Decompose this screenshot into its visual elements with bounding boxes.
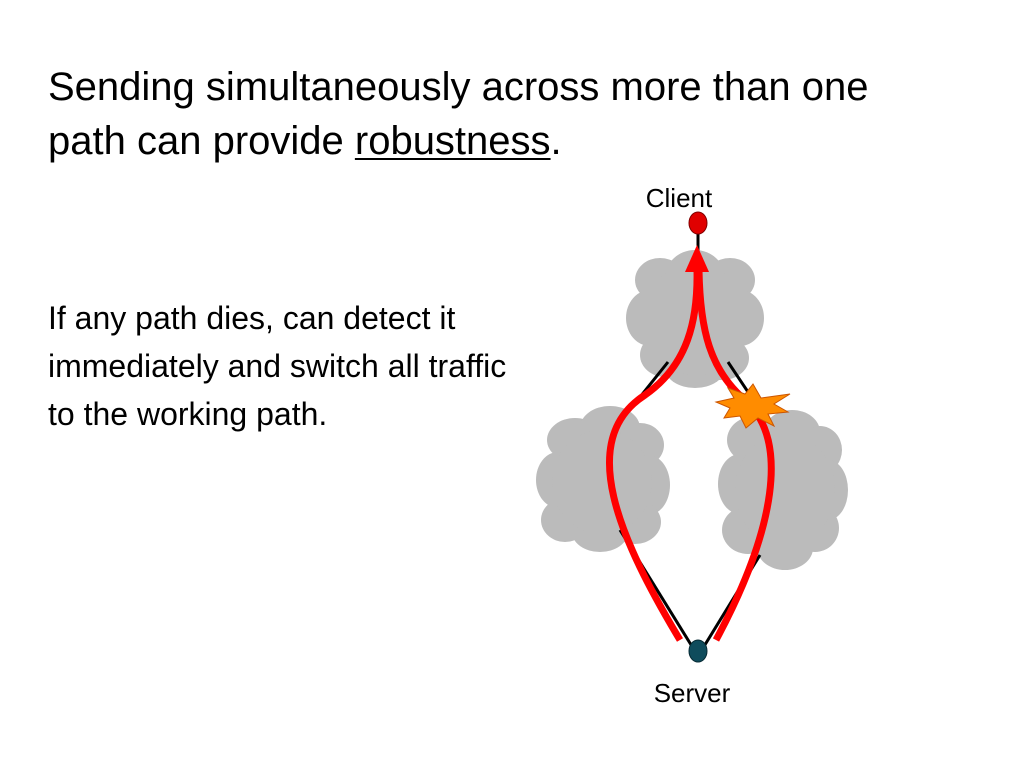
server-label: Server — [654, 678, 731, 708]
title-text: Sending simultaneously across more than … — [48, 65, 869, 163]
body-text: If any path dies, can detect it immediat… — [48, 300, 507, 432]
slide-title: Sending simultaneously across more than … — [48, 60, 948, 168]
left-cloud — [536, 406, 670, 552]
title-emphasis: robustness — [354, 119, 551, 163]
title-period: . — [550, 119, 562, 163]
server-node — [688, 639, 708, 663]
left-path — [606, 269, 701, 642]
right-cloud — [718, 410, 848, 570]
client-label: Client — [646, 183, 713, 213]
client-node — [688, 211, 708, 235]
arrow-up-icon — [685, 245, 709, 272]
explosion-icon — [714, 383, 791, 429]
